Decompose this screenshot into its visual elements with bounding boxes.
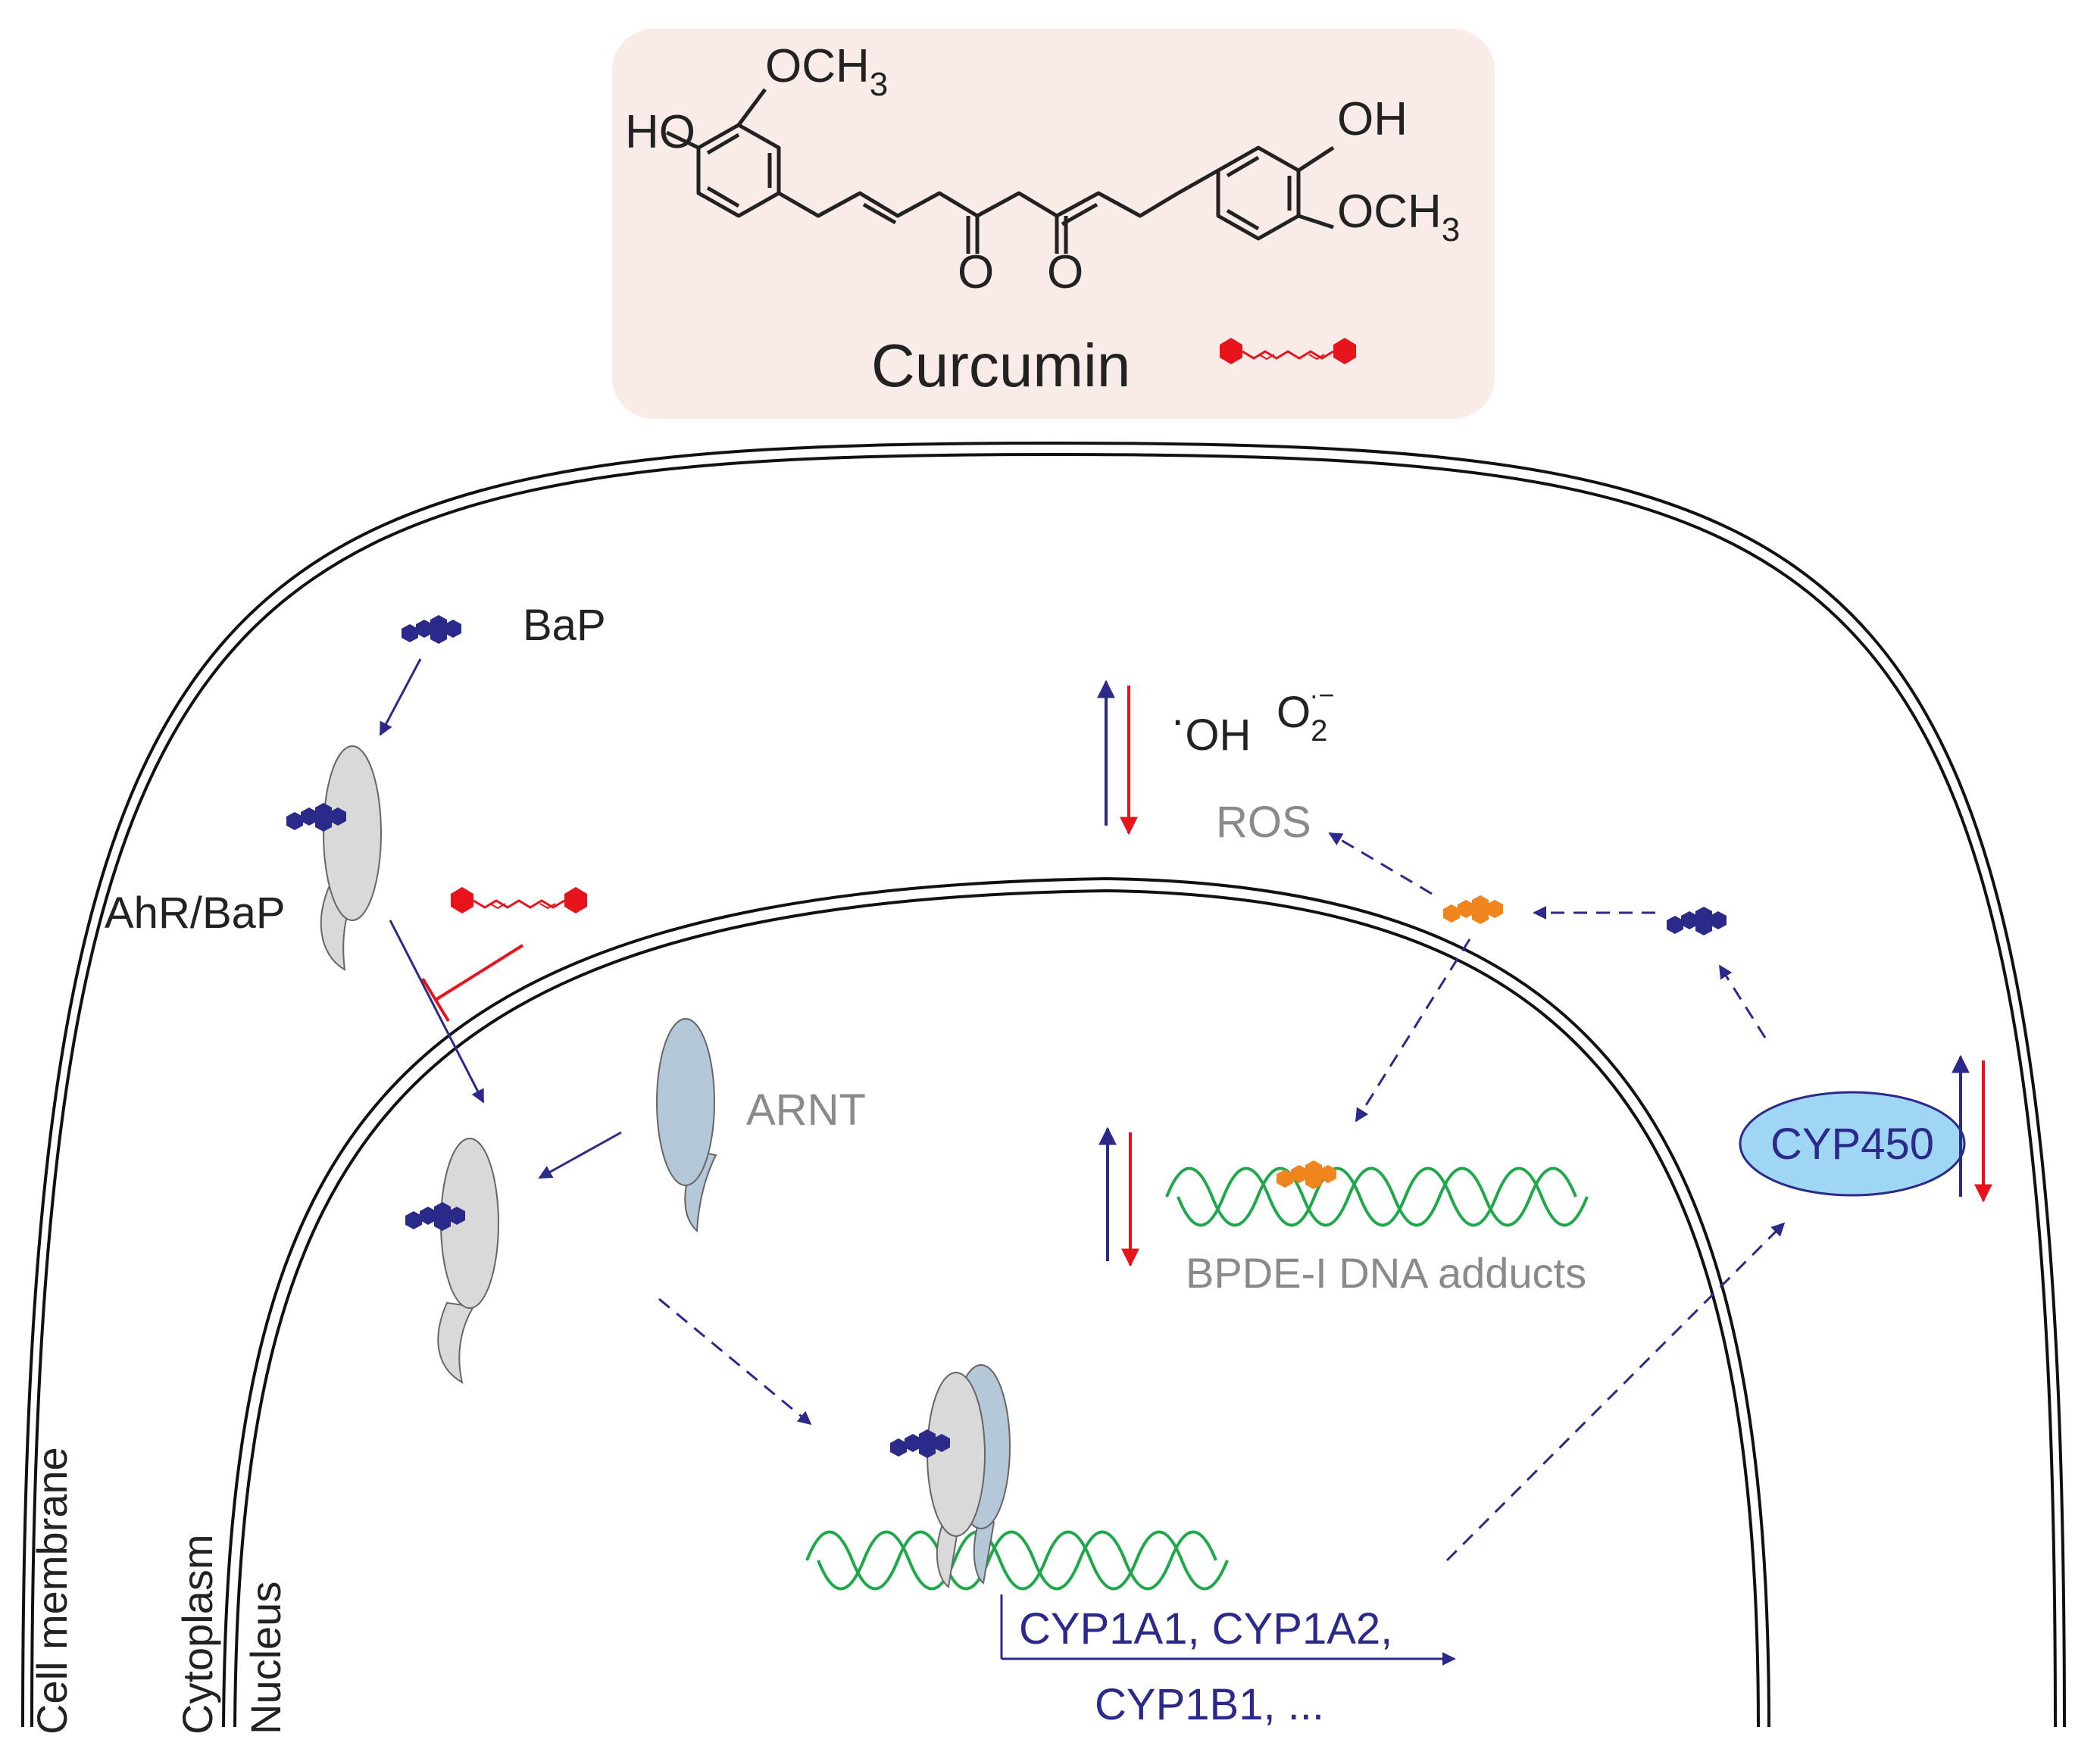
hydroxy-left-label: HO [625,106,695,158]
ahr-arnt-heterodimer [890,1364,1011,1588]
cell-membrane-label: Cell membrane [28,1447,76,1735]
hydroxy-right-label: OH [1337,93,1408,145]
genes-to-cyp450-arrow [1445,1222,1786,1562]
methoxy-top-label: OCH3 [765,40,888,103]
promoter-dna-helix [805,1530,1229,1591]
nuclear-ahr-bap-complex [405,1138,499,1385]
curcumin-inhibition-mark [421,944,524,1023]
curcumin-structure [665,88,1335,254]
carbonyl-right-label: O [1047,246,1083,298]
nucleus-label: Nucleus [242,1582,289,1735]
curcumin-name: Curcumin [871,332,1130,399]
arnt-protein [656,1018,715,1186]
ros-label: ROS [1216,798,1311,847]
ahr-bap-complex [286,745,382,971]
adduct-dna-helix [1165,1166,1589,1227]
bap-molecule-icon [402,615,461,644]
cytoplasm-label: Cytoplasm [173,1534,221,1735]
arnt-to-ahr-arrow [538,1131,622,1179]
cell-membrane [21,441,2066,1728]
nuclear-membrane [222,876,1770,1728]
target-genes-line2: CYP1B1, ... [1095,1680,1324,1729]
curcumin-inhibitor-icon [449,885,589,915]
cyp450-enzyme [1739,1091,1966,1197]
dna-adduct-metabolite-icon [1277,1160,1336,1189]
bap-label: BaP [523,601,606,650]
dna-adducts-label: BPDE-I DNA adducts [1186,1249,1586,1297]
arnt-protein-group [656,1018,717,1233]
ahr-protein [323,745,382,921]
cytoplasmic-bap-icon [1667,907,1727,935]
cyp450-label: CYP450 [1770,1120,1934,1169]
transcription-arrow [1000,1594,1456,1666]
curcumin-panel: OCH3 HO OH OCH3 O O Curcumin [612,29,1495,419]
carbonyl-left-label: O [958,246,994,298]
metabolite-to-dna-arrow [1355,938,1471,1123]
curcumin-panel-background [612,29,1495,419]
bap-to-ahr-arrow [379,658,422,736]
cyp450-to-bap-arrow [1718,964,1767,1038]
hydroxyl-radical-label: ·OH [1170,695,1251,760]
ahr-bap-label: AhR/BaP [105,888,286,938]
superoxide-label: O2·− [1277,679,1334,748]
ahr-translocation-arrow [389,920,485,1104]
methoxy-right-label: OCH3 [1337,186,1460,248]
nuclear-ahr-tail [437,1301,475,1385]
complex-to-dna-arrow [658,1298,812,1426]
dimer-ahr [927,1372,986,1537]
metabolite-to-ros-arrow [1328,832,1433,895]
arnt-label: ARNT [746,1085,866,1135]
target-genes-line1: CYP1A1, CYP1A2, [1019,1604,1392,1654]
bpde-metabolite-icon [1443,895,1503,924]
